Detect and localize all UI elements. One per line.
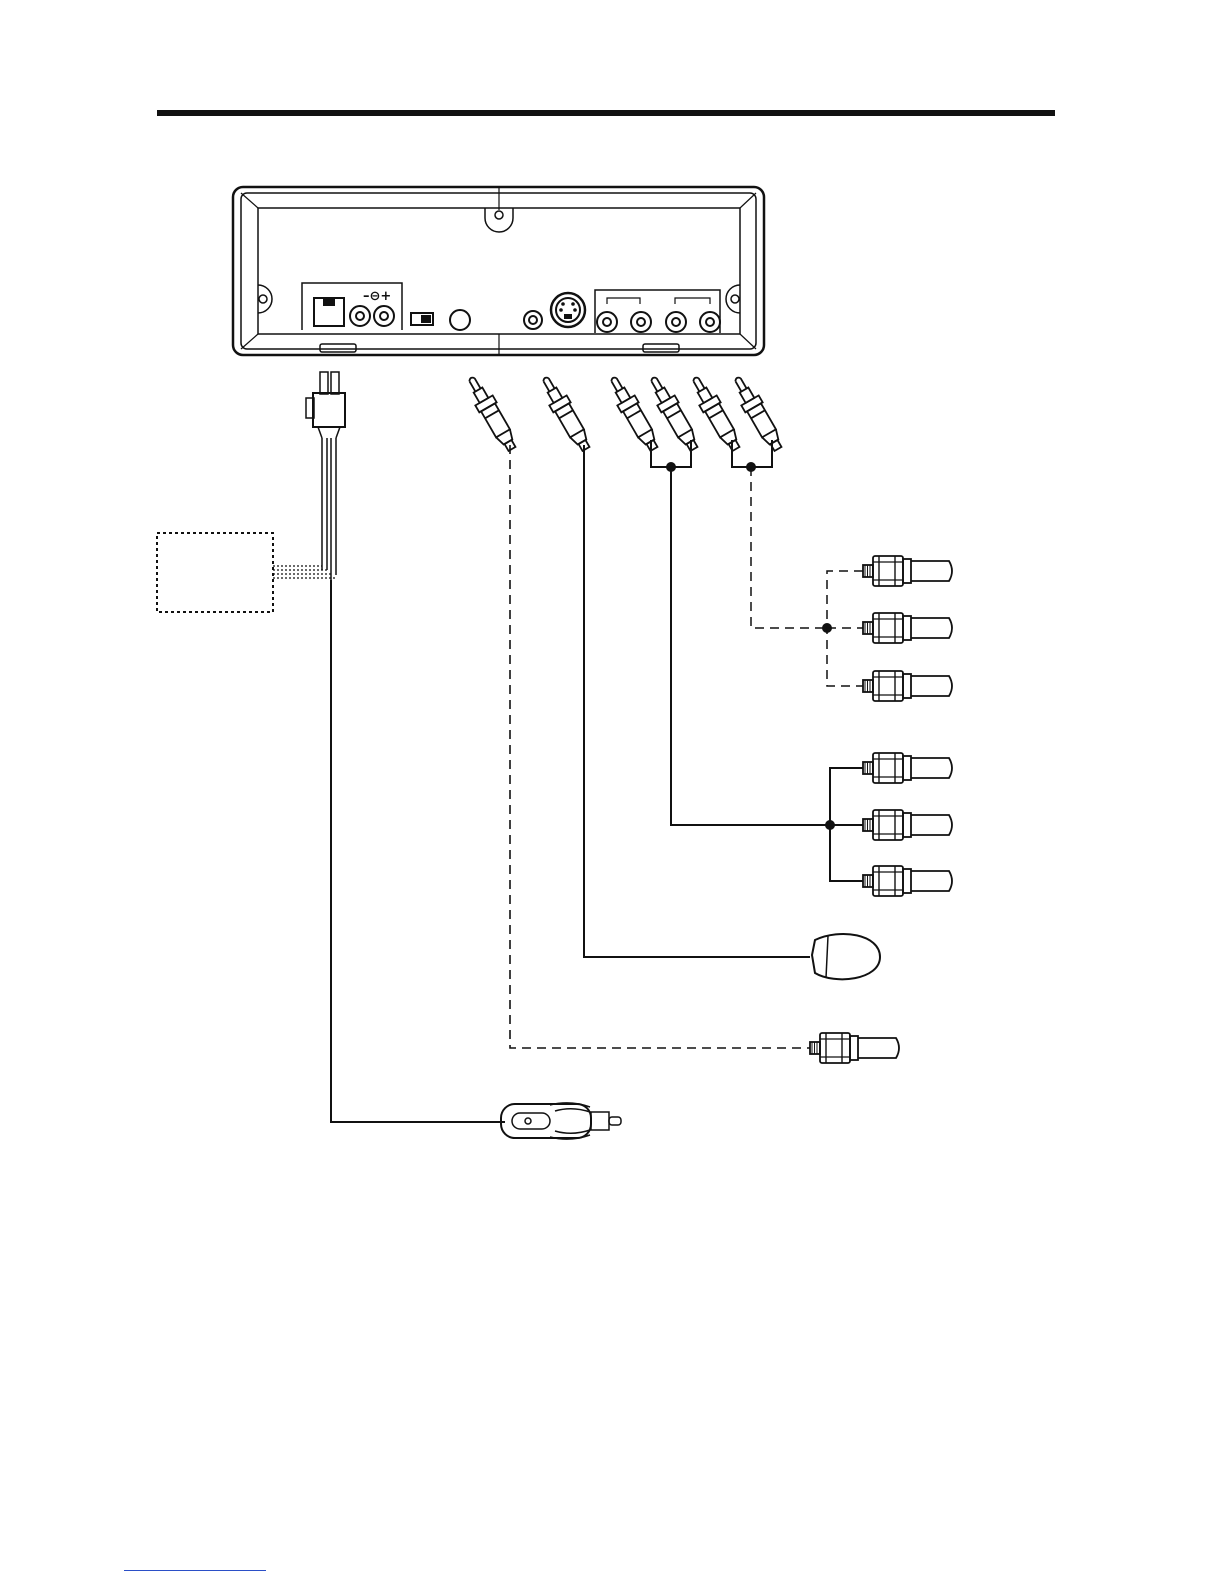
rca-plug-solid-2 (863, 810, 952, 840)
rca-plug-dashed-2 (863, 613, 952, 643)
rca-plug-solid-3 (863, 866, 952, 896)
power-cable (322, 438, 505, 1122)
mini-plug-1 (462, 373, 520, 454)
av-jack-group (595, 290, 720, 333)
slide-switch (411, 313, 433, 325)
rca-plug-dashed-1 (863, 556, 952, 586)
cable-3 (651, 440, 863, 881)
ir-sensor (812, 934, 880, 979)
dc-in-jack-2 (374, 306, 394, 326)
av-jack-1 (597, 312, 617, 332)
cable-4 (732, 440, 863, 686)
single-rca-plug (810, 1033, 899, 1063)
optional-box (157, 533, 273, 612)
av-jack-4 (700, 312, 720, 332)
dc-in-jack (350, 306, 370, 326)
dc-polarity-symbol: –⊖+ (363, 289, 391, 304)
s-video-jack (551, 293, 585, 327)
footer-rule (124, 1570, 266, 1571)
small-jack (524, 311, 542, 329)
rca-plug-solid-1 (863, 753, 952, 783)
power-connector (306, 372, 345, 438)
av-jack-3 (666, 312, 686, 332)
cable-2 (584, 445, 810, 957)
cigarette-lighter-plug (501, 1103, 621, 1139)
av-jack-2 (631, 312, 651, 332)
mini-plug-2 (536, 373, 594, 454)
header-rule (157, 110, 1055, 116)
rca-plug-dashed-3 (863, 671, 952, 701)
mini-plug-4 (644, 373, 702, 454)
round-jack (450, 310, 470, 330)
device-rear-panel (233, 187, 764, 355)
